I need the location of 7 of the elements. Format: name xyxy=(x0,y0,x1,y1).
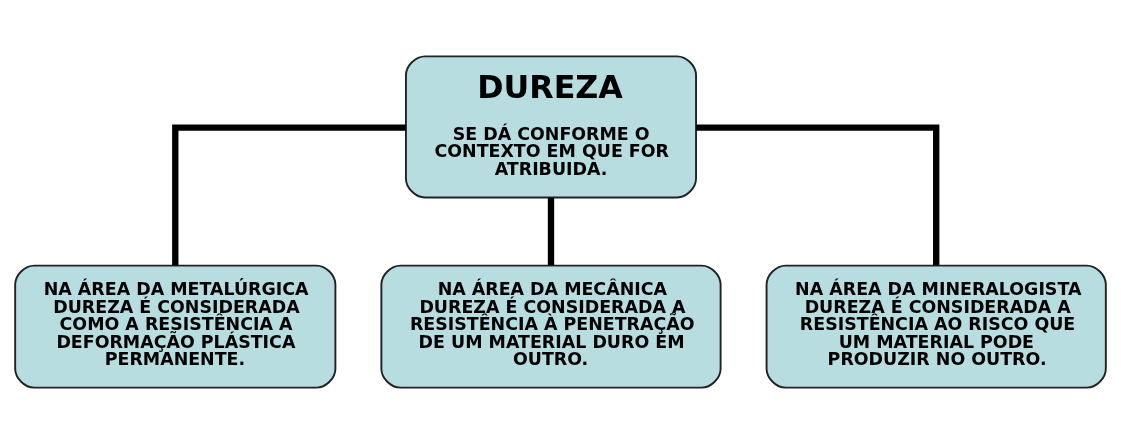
connector xyxy=(696,124,940,265)
node-box: NA ÁREA DA MINERALOGISTA DUREZA É CONSIDERADA A RESISTÊNCIA AO RISCO QUE UM MATERIAL PODE PRODUZIR NO OUTRO. xyxy=(765,264,1107,389)
node-box: NA ÁREA DA METALÚRGICA DUREZA É CONSIDERADA COMO A RESISTÊNCIA A DEFORMAÇÃO PLÁSTICA PERMANENTE. xyxy=(14,264,337,389)
node-box: NA ÁREA DA MECÂNICA DUREZA É CONSIDERADA A RESISTÊNCIA À PENETRAÇÃO DE UM MATERIAL DURO EM OUTRO. xyxy=(380,264,722,389)
connector xyxy=(172,124,406,265)
node-box: DUREZA SE DÁ CONFORME O CONTEXTO EM QUE FOR ATRIBUIDA. xyxy=(405,54,697,198)
connector xyxy=(547,197,555,265)
